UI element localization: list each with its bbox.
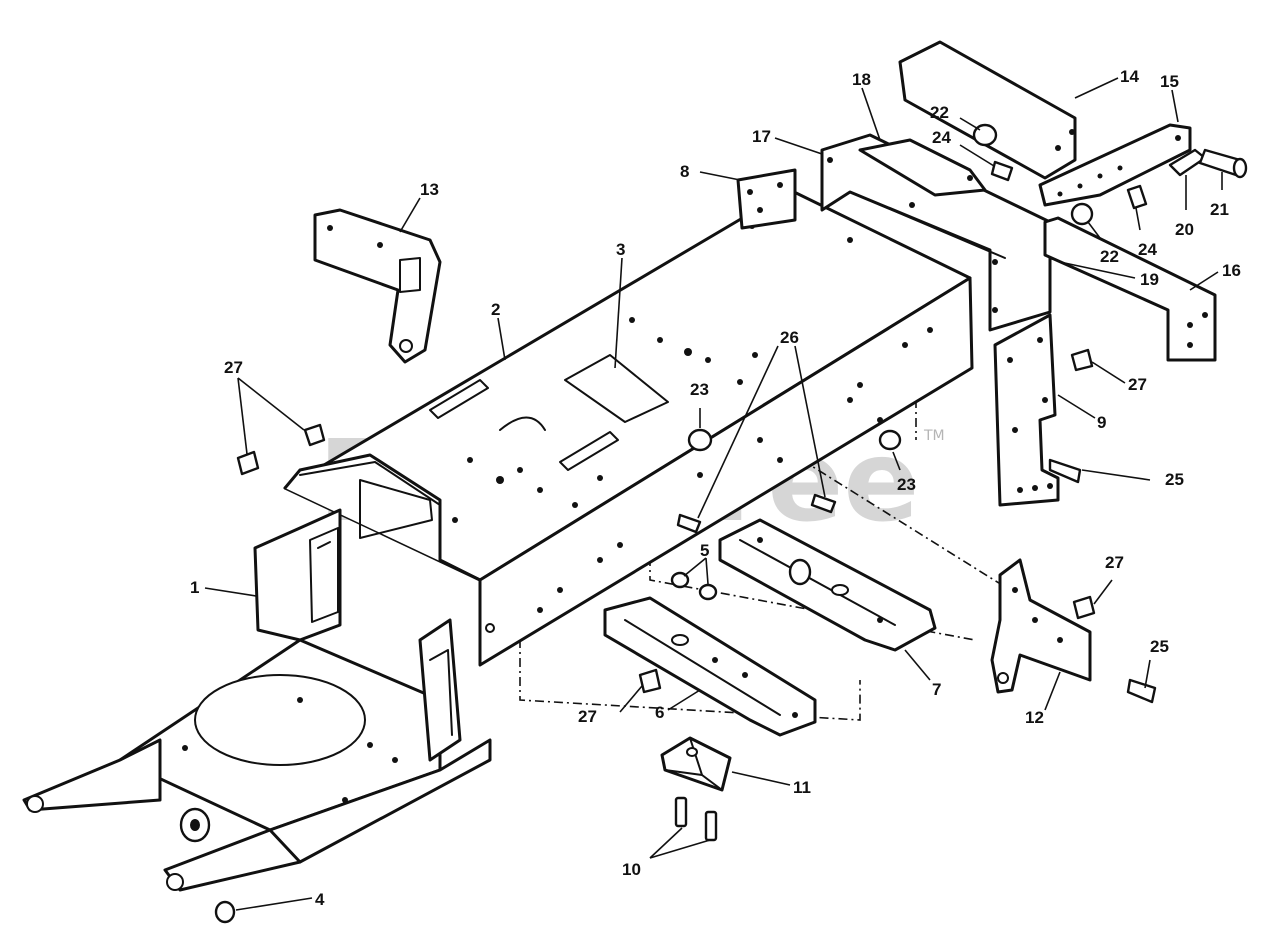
rear-bracket-16 xyxy=(1043,216,1217,362)
rear-housing xyxy=(820,133,1052,332)
callout-21: 21 xyxy=(1210,200,1229,219)
callout-9: 9 xyxy=(1097,413,1106,432)
fasteners xyxy=(214,123,1248,924)
callout-22-top: 22 xyxy=(930,103,949,122)
bracket-13 xyxy=(313,208,442,364)
bracket-12 xyxy=(990,558,1092,694)
leader-lines xyxy=(204,77,1223,911)
callout-4: 4 xyxy=(315,890,325,909)
callout-3: 3 xyxy=(616,240,625,259)
callout-23-left: 23 xyxy=(690,380,709,399)
callout-27-lower-right: 27 xyxy=(1105,553,1124,572)
main-frame xyxy=(283,188,974,667)
callout-25-top: 25 xyxy=(1165,470,1184,489)
callout-18: 18 xyxy=(852,70,871,89)
callout-6: 6 xyxy=(655,703,664,722)
callout-5: 5 xyxy=(700,541,709,560)
callout-23-right: 23 xyxy=(897,475,916,494)
block-11 xyxy=(660,736,732,792)
plate-9 xyxy=(993,313,1060,507)
callout-25-bottom: 25 xyxy=(1150,637,1169,656)
callout-17: 17 xyxy=(752,127,771,146)
callout-7: 7 xyxy=(932,680,941,699)
watermark-trademark: TM xyxy=(923,428,945,444)
callout-26: 26 xyxy=(780,328,799,347)
callout-27-left: 27 xyxy=(224,358,243,377)
callout-11: 11 xyxy=(793,778,811,797)
arm-15 xyxy=(1038,123,1192,207)
callout-24-right: 24 xyxy=(1138,240,1157,259)
callout-2: 2 xyxy=(491,300,500,319)
callout-20: 20 xyxy=(1175,220,1194,239)
callout-10: 10 xyxy=(622,860,641,879)
callout-24-top: 24 xyxy=(932,128,951,147)
callout-22-right: 22 xyxy=(1100,247,1119,266)
axle-carrier-6 xyxy=(603,596,817,737)
callout-16: 16 xyxy=(1222,261,1241,280)
callouts: 1 2 3 4 5 6 7 8 9 10 11 12 13 14 15 16 1… xyxy=(190,67,1241,909)
callout-12: 12 xyxy=(1025,708,1044,727)
callout-13: 13 xyxy=(420,180,439,199)
front-frame-assembly xyxy=(22,508,492,892)
callout-15: 15 xyxy=(1160,72,1179,91)
callout-14: 14 xyxy=(1120,67,1139,86)
bracket-8 xyxy=(736,168,797,230)
callout-27-right: 27 xyxy=(1128,375,1147,394)
callout-27-bottom: 27 xyxy=(578,707,597,726)
callout-1: 1 xyxy=(190,578,199,597)
callout-8: 8 xyxy=(680,162,689,181)
axle-carrier-7 xyxy=(718,518,937,652)
callout-19: 19 xyxy=(1140,270,1159,289)
